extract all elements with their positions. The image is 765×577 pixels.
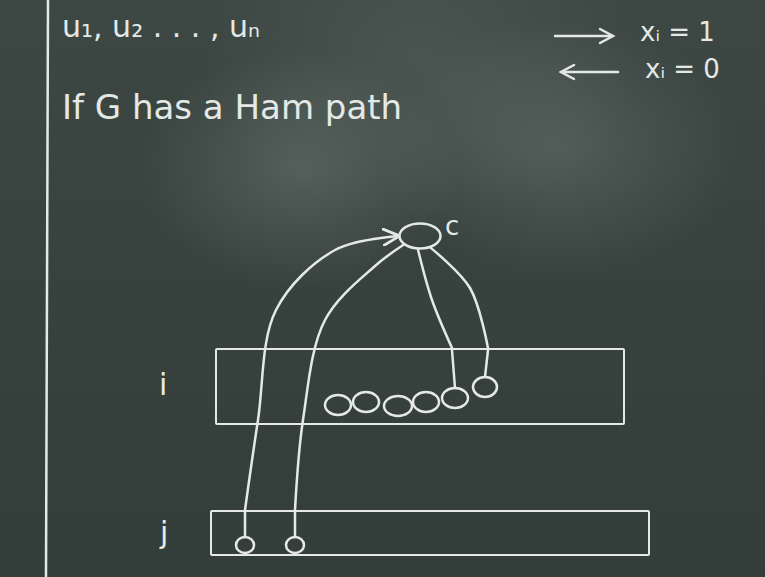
assignment-note: xᵢ = 1 bbox=[640, 18, 715, 48]
path-vertex bbox=[325, 395, 351, 415]
claim-heading: If G has a Ham path bbox=[62, 88, 402, 127]
vertex-lead bbox=[294, 512, 297, 537]
variable-band: j bbox=[210, 510, 650, 556]
assignment-note: xᵢ = 0 bbox=[645, 55, 720, 85]
vertex-lead bbox=[485, 350, 488, 377]
path-vertex bbox=[413, 392, 439, 412]
path-vertex bbox=[384, 396, 412, 416]
node-label: i bbox=[159, 368, 167, 403]
variable-band: i bbox=[215, 348, 625, 425]
path-vertex bbox=[286, 537, 304, 553]
vertex-circle: c bbox=[398, 222, 442, 250]
connector-line bbox=[418, 250, 452, 348]
connector-line bbox=[245, 236, 398, 510]
node-label: c bbox=[445, 212, 459, 242]
left-arrow-head bbox=[561, 65, 574, 79]
vertex-list: u₁, u₂ . . . , uₙ bbox=[62, 10, 260, 45]
circle-outline bbox=[400, 224, 441, 249]
circle-outline bbox=[398, 222, 442, 250]
vertex-lead bbox=[452, 350, 455, 388]
path-vertex bbox=[353, 392, 379, 412]
right-arrow bbox=[555, 35, 612, 38]
path-vertex bbox=[236, 537, 254, 553]
connector-line bbox=[295, 245, 403, 510]
path-vertex bbox=[442, 388, 468, 408]
vertex-lead bbox=[244, 512, 247, 537]
node-label: j bbox=[160, 516, 168, 551]
connector-line bbox=[431, 248, 488, 348]
left-arrow bbox=[562, 71, 618, 74]
board-edge-line bbox=[46, 0, 48, 577]
right-arrow-head bbox=[600, 29, 613, 43]
path-vertex bbox=[473, 377, 497, 397]
